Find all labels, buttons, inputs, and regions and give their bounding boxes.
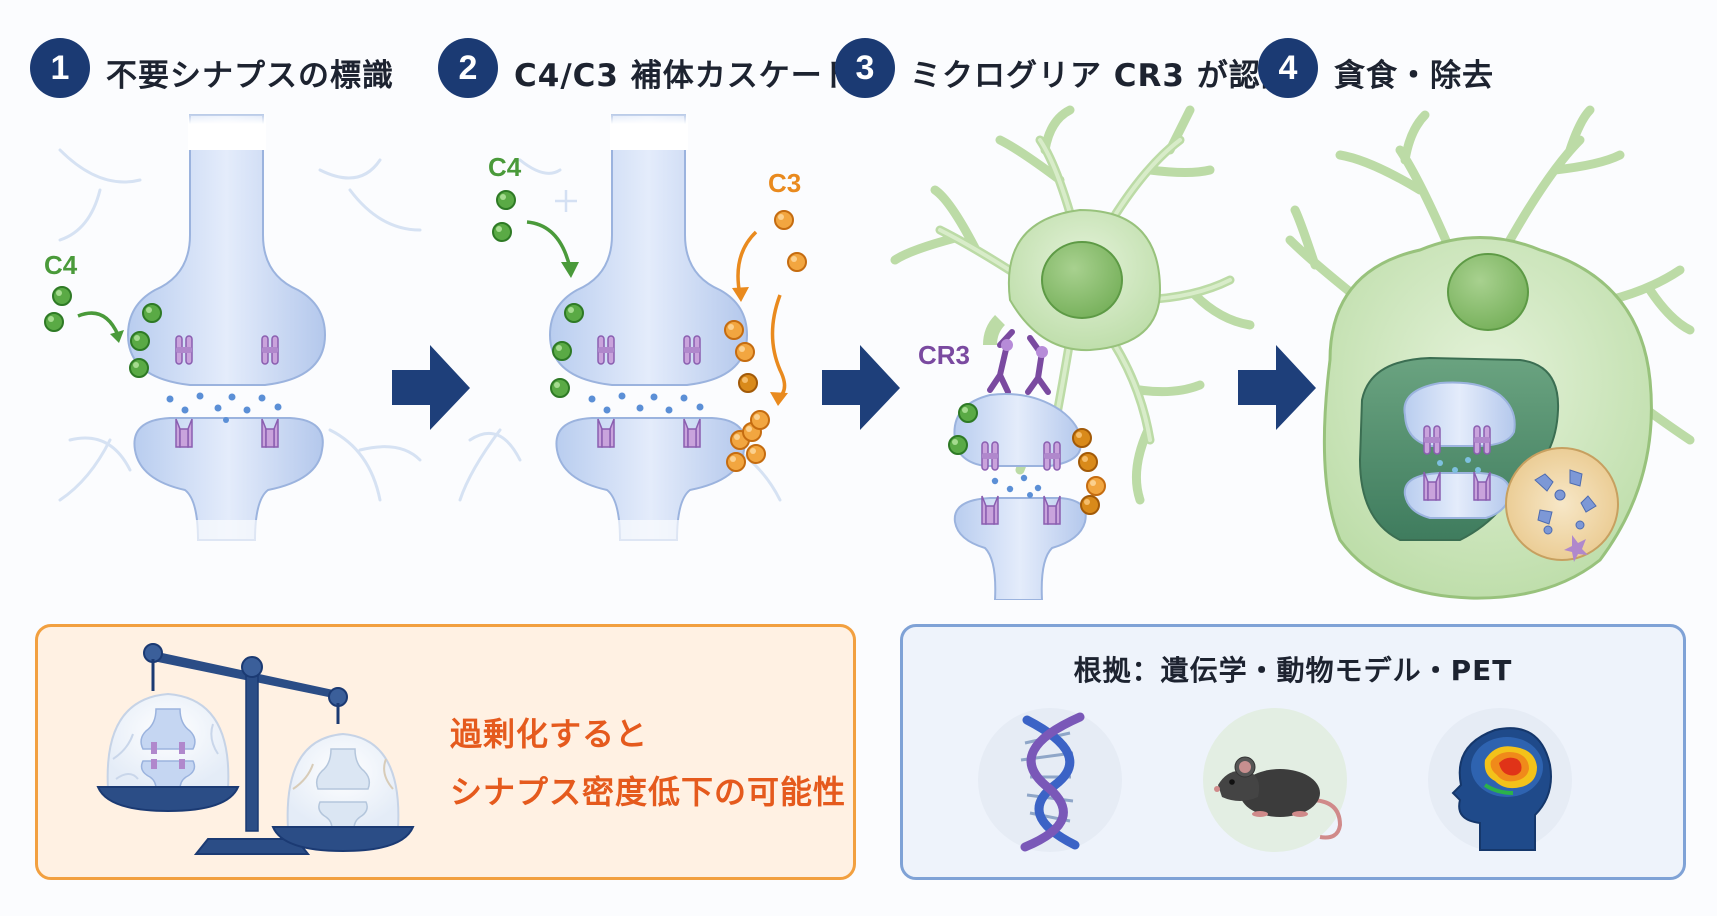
mouse-icon xyxy=(1203,708,1347,852)
dna-icon xyxy=(978,708,1122,852)
step-4-badge: 4 xyxy=(1258,38,1318,98)
step-1-number: 1 xyxy=(50,48,70,87)
evidence-box: 根拠：遺伝学・動物モデル・PET xyxy=(900,624,1686,880)
panel-3-microglia-recognition xyxy=(890,105,1255,600)
balance-scale-icon xyxy=(96,643,415,855)
cr3-label-panel-3: CR3 xyxy=(918,340,971,370)
background-dendrites xyxy=(58,148,782,502)
step-3-title: ミクログリア CR3 が認識 xyxy=(910,58,1293,94)
synapse-pruning-illustration xyxy=(44,105,1695,600)
step-4-title: 貪食・除去 xyxy=(1334,58,1494,94)
step-1-badge: 1 xyxy=(30,38,90,98)
c4-label-panel-1: C4 xyxy=(44,250,78,280)
step-3-badge: 3 xyxy=(835,38,895,98)
step-2-number: 2 xyxy=(458,48,478,87)
warning-line-2: シナプス密度低下の可能性 xyxy=(450,773,847,811)
c3-label-panel-2: C3 xyxy=(768,168,802,198)
step-2-title: C4/C3 補体カスケード xyxy=(514,58,855,94)
panel-4-phagocytosis xyxy=(1285,105,1695,600)
step-3-number: 3 xyxy=(855,48,875,87)
warning-box: 過剰化すると シナプス密度低下の可能性 xyxy=(35,624,856,880)
flow-arrow-2 xyxy=(822,345,900,430)
flow-arrow-3 xyxy=(1238,345,1316,430)
evidence-title: 根拠：遺伝学・動物モデル・PET xyxy=(1073,654,1513,687)
step-4-number: 4 xyxy=(1278,48,1298,87)
step-2-badge: 2 xyxy=(438,38,498,98)
c4-label-panel-2: C4 xyxy=(488,152,522,182)
warning-line-1: 過剰化すると xyxy=(450,715,649,753)
flow-arrow-1 xyxy=(392,345,470,430)
brain-pet-icon xyxy=(1428,708,1572,852)
step-1-title: 不要シナプスの標識 xyxy=(106,58,394,94)
panel-1-synapse xyxy=(44,110,327,550)
panel-2-synapse xyxy=(492,110,807,550)
